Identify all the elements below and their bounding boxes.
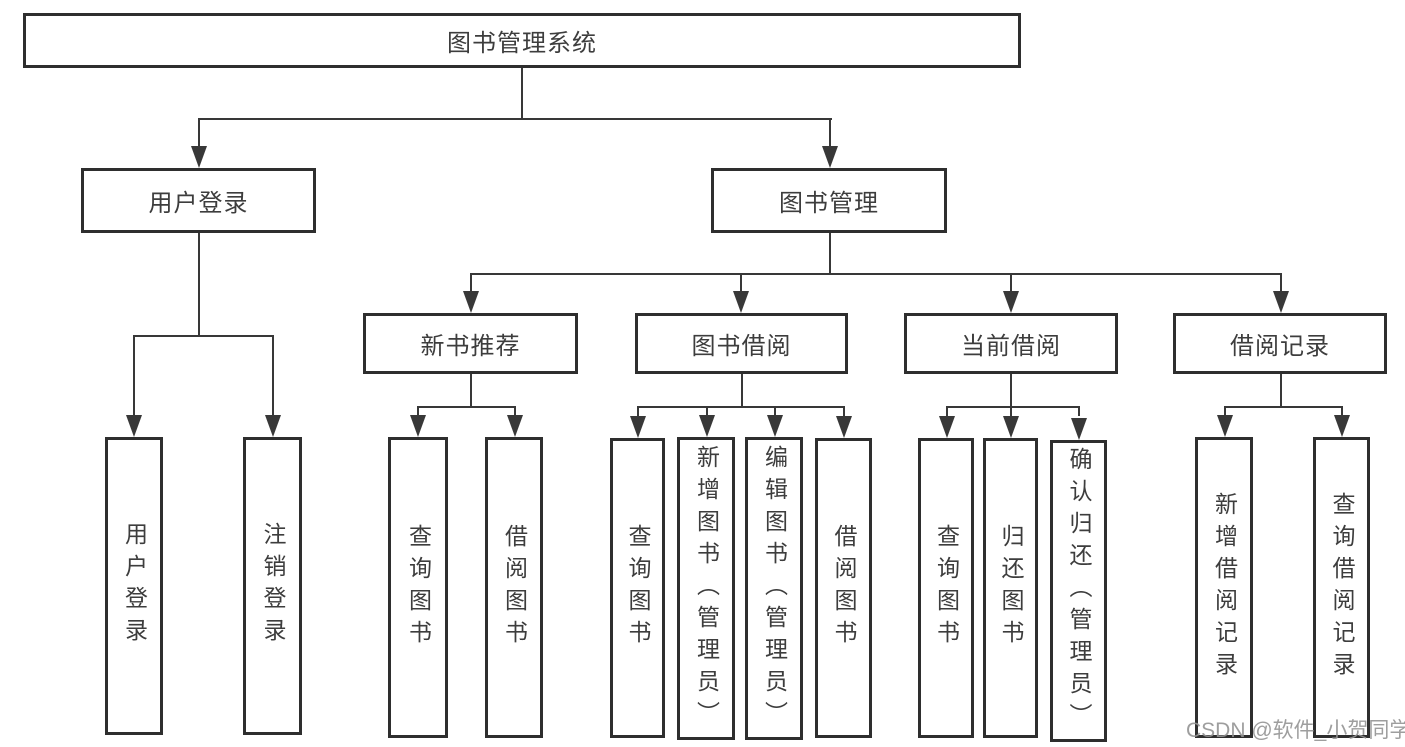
node-label-bb-borrow-book: 借阅图书	[831, 524, 857, 652]
connector-line	[417, 406, 515, 408]
arrowhead-down-icon	[1003, 291, 1019, 313]
connector-line	[1224, 406, 1342, 408]
node-book-mgmt: 图书管理	[711, 168, 947, 233]
arrowhead-down-icon	[1003, 416, 1019, 438]
node-label-rec-borrow-book: 借阅图书	[501, 523, 528, 652]
node-label-bb-edit-book: 编辑图书（管理员）	[761, 444, 788, 733]
arrowhead-down-icon	[630, 416, 646, 438]
connector-line	[1280, 273, 1282, 293]
connector-line	[829, 118, 831, 148]
node-label-cb-confirm: 确认归还（管理员）	[1066, 447, 1092, 735]
node-borrow-records: 借阅记录	[1173, 313, 1387, 374]
node-label-br-query-record: 查询借阅记录	[1329, 491, 1355, 684]
connector-line	[1010, 406, 1012, 416]
arrowhead-down-icon	[1334, 415, 1350, 437]
arrowhead-down-icon	[733, 291, 749, 313]
node-br-query-record: 查询借阅记录	[1313, 437, 1370, 738]
connector-line	[272, 335, 274, 417]
connector-line	[417, 406, 419, 416]
csdn-watermark: CSDN @软件_小贺同学	[1186, 719, 1405, 742]
node-label-login: 用户登录	[121, 522, 148, 650]
node-label-book-borrow: 图书借阅	[691, 333, 792, 360]
connector-line	[706, 406, 708, 416]
node-label-current-borrow: 当前借阅	[961, 333, 1061, 360]
connector-line	[1010, 273, 1012, 293]
connector-line	[637, 406, 844, 408]
connector-line	[133, 335, 274, 337]
connector-line	[1341, 406, 1343, 416]
node-book-borrow: 图书借阅	[635, 313, 848, 374]
node-login: 用户登录	[105, 437, 163, 735]
node-br-add-record: 新增借阅记录	[1195, 437, 1253, 738]
arrowhead-down-icon	[1217, 415, 1233, 437]
node-label-cb-return-book: 归还图书	[998, 524, 1024, 652]
arrowhead-down-icon	[767, 415, 783, 437]
node-cb-query-book: 查询图书	[918, 438, 974, 738]
connector-line	[1010, 374, 1012, 408]
node-bb-edit-book: 编辑图书（管理员）	[745, 437, 803, 740]
connector-line	[740, 273, 742, 293]
node-label-br-add-record: 新增借阅记录	[1211, 491, 1238, 684]
arrowhead-down-icon	[836, 416, 852, 438]
node-rec-borrow-book: 借阅图书	[485, 437, 543, 738]
connector-line	[946, 406, 1079, 408]
node-label-new-book-rec: 新书推荐	[420, 333, 521, 360]
connector-line	[843, 406, 845, 416]
node-cb-return-book: 归还图书	[983, 438, 1038, 738]
connector-line	[514, 406, 516, 416]
connector-line	[774, 406, 776, 416]
node-label-cb-query-book: 查询图书	[933, 524, 960, 652]
connector-line	[1224, 406, 1226, 416]
connector-line	[637, 406, 639, 416]
node-label-rec-query-book: 查询图书	[405, 523, 432, 652]
connector-line	[741, 374, 743, 408]
node-label-user-login: 用户登录	[148, 190, 249, 217]
arrowhead-down-icon	[1071, 418, 1087, 440]
node-label-bb-add-book: 新增图书（管理员）	[693, 444, 720, 733]
node-bb-query-book: 查询图书	[610, 438, 665, 738]
node-rec-query-book: 查询图书	[388, 437, 448, 738]
node-bb-add-book: 新增图书（管理员）	[677, 437, 735, 740]
connector-line	[198, 118, 832, 120]
connector-line	[1280, 374, 1282, 408]
connector-line	[470, 273, 472, 293]
connector-line	[198, 233, 200, 337]
node-label-root: 图书管理系统	[447, 30, 597, 57]
connector-line	[521, 68, 523, 120]
node-user-login: 用户登录	[81, 168, 316, 233]
node-label-book-mgmt: 图书管理	[779, 190, 879, 217]
node-current-borrow: 当前借阅	[904, 313, 1118, 374]
connector-line	[470, 374, 472, 408]
connector-line	[946, 406, 948, 416]
node-logout: 注销登录	[243, 437, 302, 735]
connector-line	[470, 273, 1281, 275]
node-label-bb-query-book: 查询图书	[625, 524, 651, 652]
arrowhead-down-icon	[410, 415, 426, 437]
arrowhead-down-icon	[699, 415, 715, 437]
arrowhead-down-icon	[822, 146, 838, 168]
connector-line	[198, 118, 200, 148]
arrowhead-down-icon	[265, 415, 281, 437]
node-cb-confirm: 确认归还（管理员）	[1050, 440, 1107, 742]
arrowhead-down-icon	[939, 416, 955, 438]
connector-line	[829, 233, 831, 275]
node-root: 图书管理系统	[23, 13, 1021, 68]
connector-line	[1078, 406, 1080, 416]
node-label-logout: 注销登录	[260, 522, 286, 650]
connector-line	[133, 335, 135, 417]
node-label-borrow-records: 借阅记录	[1230, 333, 1330, 360]
node-bb-borrow-book: 借阅图书	[815, 438, 872, 738]
arrowhead-down-icon	[463, 291, 479, 313]
arrowhead-down-icon	[126, 415, 142, 437]
arrowhead-down-icon	[1273, 291, 1289, 313]
arrowhead-down-icon	[191, 146, 207, 168]
node-new-book-rec: 新书推荐	[363, 313, 578, 374]
arrowhead-down-icon	[507, 415, 523, 437]
